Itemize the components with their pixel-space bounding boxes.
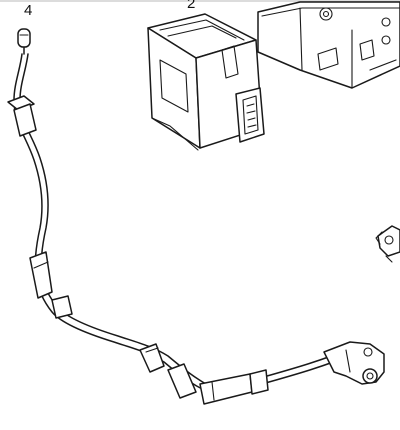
abs-sensor-harness bbox=[7, 28, 385, 405]
cable-grommet-top bbox=[7, 95, 37, 137]
cable-sleeve-bottom bbox=[199, 373, 253, 405]
abs-control-module bbox=[147, 13, 265, 151]
port-circle bbox=[319, 7, 333, 21]
cable-sleeve-lower bbox=[167, 363, 197, 399]
hydraulic-unit bbox=[257, 1, 400, 89]
cable-sleeve-middle bbox=[139, 343, 165, 373]
cable-clip-bottom bbox=[249, 369, 269, 395]
cable-clip-middle bbox=[51, 295, 73, 319]
cable-sleeve-upper bbox=[29, 251, 53, 299]
wheel-speed-sensor-head bbox=[323, 341, 385, 385]
mounting-clip bbox=[375, 225, 400, 263]
harness-connector-terminal bbox=[17, 28, 31, 55]
callout-number-4: 4 bbox=[24, 2, 32, 19]
callout-number-2: 2 bbox=[187, 0, 195, 12]
